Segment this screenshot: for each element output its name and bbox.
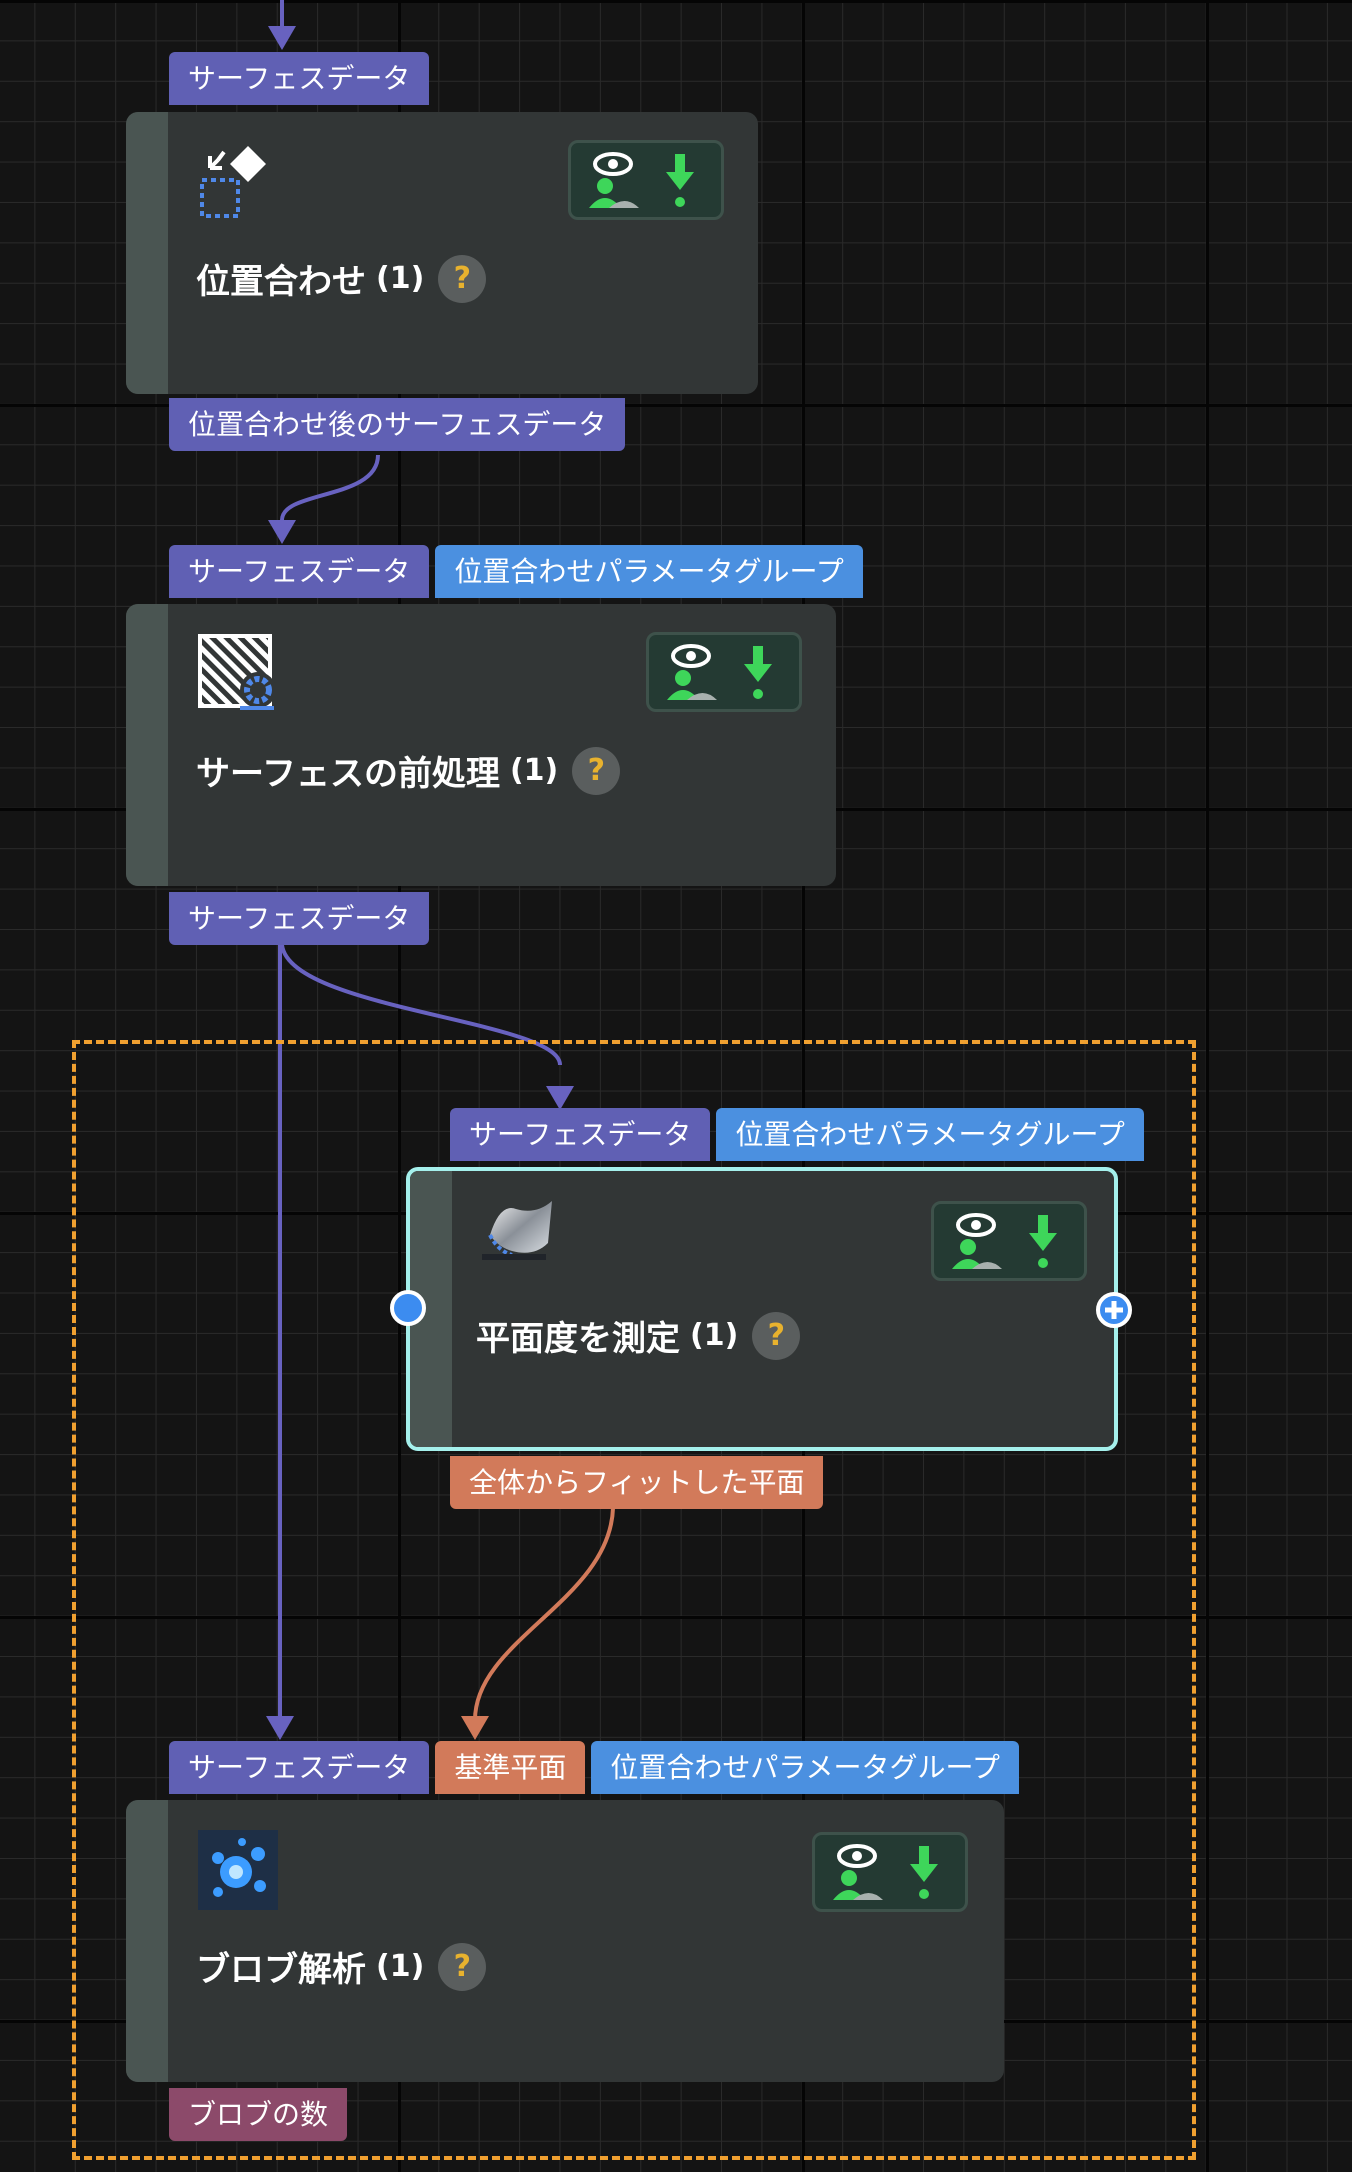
visibility-button[interactable] [661,640,721,704]
help-button[interactable]: ? [438,254,487,303]
download-button[interactable] [650,148,710,212]
node-title: ブロブ解析 (1) ? [196,1942,487,1991]
flatness-output-plane[interactable]: 全体からフィットした平面 [450,1456,824,1509]
flatness-input-param[interactable]: 位置合わせパラメータグループ [716,1108,1144,1161]
alignment-input-surface[interactable]: サーフェスデータ [169,52,430,105]
blob-input-param[interactable]: 位置合わせパラメータグループ [591,1741,1019,1794]
download-icon [665,154,694,207]
arrow-preprocess [268,520,296,544]
arrow-blob-surface [266,1716,294,1740]
node-count: (1) [376,261,425,296]
blob-output-count[interactable]: ブロブの数 [169,2088,348,2141]
visibility-button[interactable] [827,1840,887,1904]
download-button[interactable] [728,640,788,704]
arrow-flatness [546,1086,574,1110]
flatness-output-ports: 全体からフィットした平面 [450,1456,829,1509]
plus-icon [1105,1301,1123,1319]
preprocess-output-ports: サーフェスデータ [169,892,435,945]
visibility-icon [588,152,639,208]
preprocess-input-ports: サーフェスデータ 位置合わせパラメータグループ [169,545,869,598]
node-count: (1) [690,1318,739,1353]
group-frame[interactable] [72,1040,1196,2160]
blob-output-ports: ブロブの数 [169,2088,353,2141]
node-toolbar [646,632,802,712]
alignment-input-ports: サーフェスデータ [169,52,435,105]
blob-input-surface[interactable]: サーフェスデータ [169,1741,430,1794]
wire-preprocess-to-flatness [280,944,562,1066]
node-alignment[interactable]: 位置合わせ (1) ? [126,112,758,394]
download-button[interactable] [1013,1209,1073,1273]
node-toolbar [931,1201,1087,1281]
node-toolbar [568,140,724,220]
download-icon [743,646,772,699]
node-name: サーフェスの前処理 [196,754,500,794]
arrow-top [268,26,296,50]
blob-input-ports: サーフェスデータ 基準平面 位置合わせパラメータグループ [169,1741,1025,1794]
help-button[interactable]: ? [438,1942,487,1991]
alignment-icon [200,146,266,218]
flatness-add-connector[interactable] [1096,1292,1132,1328]
download-icon [1028,1215,1057,1268]
visibility-icon [832,1844,883,1900]
download-icon [909,1846,938,1899]
preprocess-input-surface[interactable]: サーフェスデータ [169,545,430,598]
arrow-blob-plane [461,1716,489,1740]
node-count: (1) [376,1949,425,1984]
node-name: 平面度を測定 [476,1319,680,1359]
node-blob-analysis[interactable]: ブロブ解析 (1) ? [126,1800,1004,2082]
node-title: 位置合わせ (1) ? [196,254,487,303]
node-title: サーフェスの前処理 (1) ? [196,746,621,795]
preprocess-output-surface[interactable]: サーフェスデータ [169,892,430,945]
flatness-left-connector[interactable] [390,1290,426,1326]
node-name: 位置合わせ [196,262,366,302]
visibility-button[interactable] [583,148,643,212]
node-title: 平面度を測定 (1) ? [476,1311,801,1360]
wire-flatness-to-blob [473,1507,615,1721]
alignment-output-ports: 位置合わせ後のサーフェスデータ [169,398,631,451]
visibility-button[interactable] [946,1209,1006,1273]
blob-input-plane[interactable]: 基準平面 [435,1741,586,1794]
node-flatness[interactable]: 平面度を測定 (1) ? [406,1167,1118,1451]
surface-preprocess-icon [198,634,276,710]
node-surface-preprocess[interactable]: サーフェスの前処理 (1) ? [126,604,836,886]
flatness-input-surface[interactable]: サーフェスデータ [450,1108,711,1161]
download-button[interactable] [894,1840,954,1904]
wire-alignment-to-preprocess [280,454,380,530]
node-count: (1) [509,753,559,788]
preprocess-input-param[interactable]: 位置合わせパラメータグループ [435,545,863,598]
flatness-input-ports: サーフェスデータ 位置合わせパラメータグループ [450,1108,1150,1161]
flatness-icon [482,1201,552,1260]
help-button[interactable]: ? [572,746,621,795]
node-toolbar [812,1832,968,1912]
help-button[interactable]: ? [752,1311,801,1360]
alignment-output-surface[interactable]: 位置合わせ後のサーフェスデータ [169,398,626,451]
node-name: ブロブ解析 [196,1950,366,1990]
blob-analysis-icon [198,1830,278,1910]
visibility-icon [951,1213,1002,1269]
visibility-icon [666,644,717,700]
